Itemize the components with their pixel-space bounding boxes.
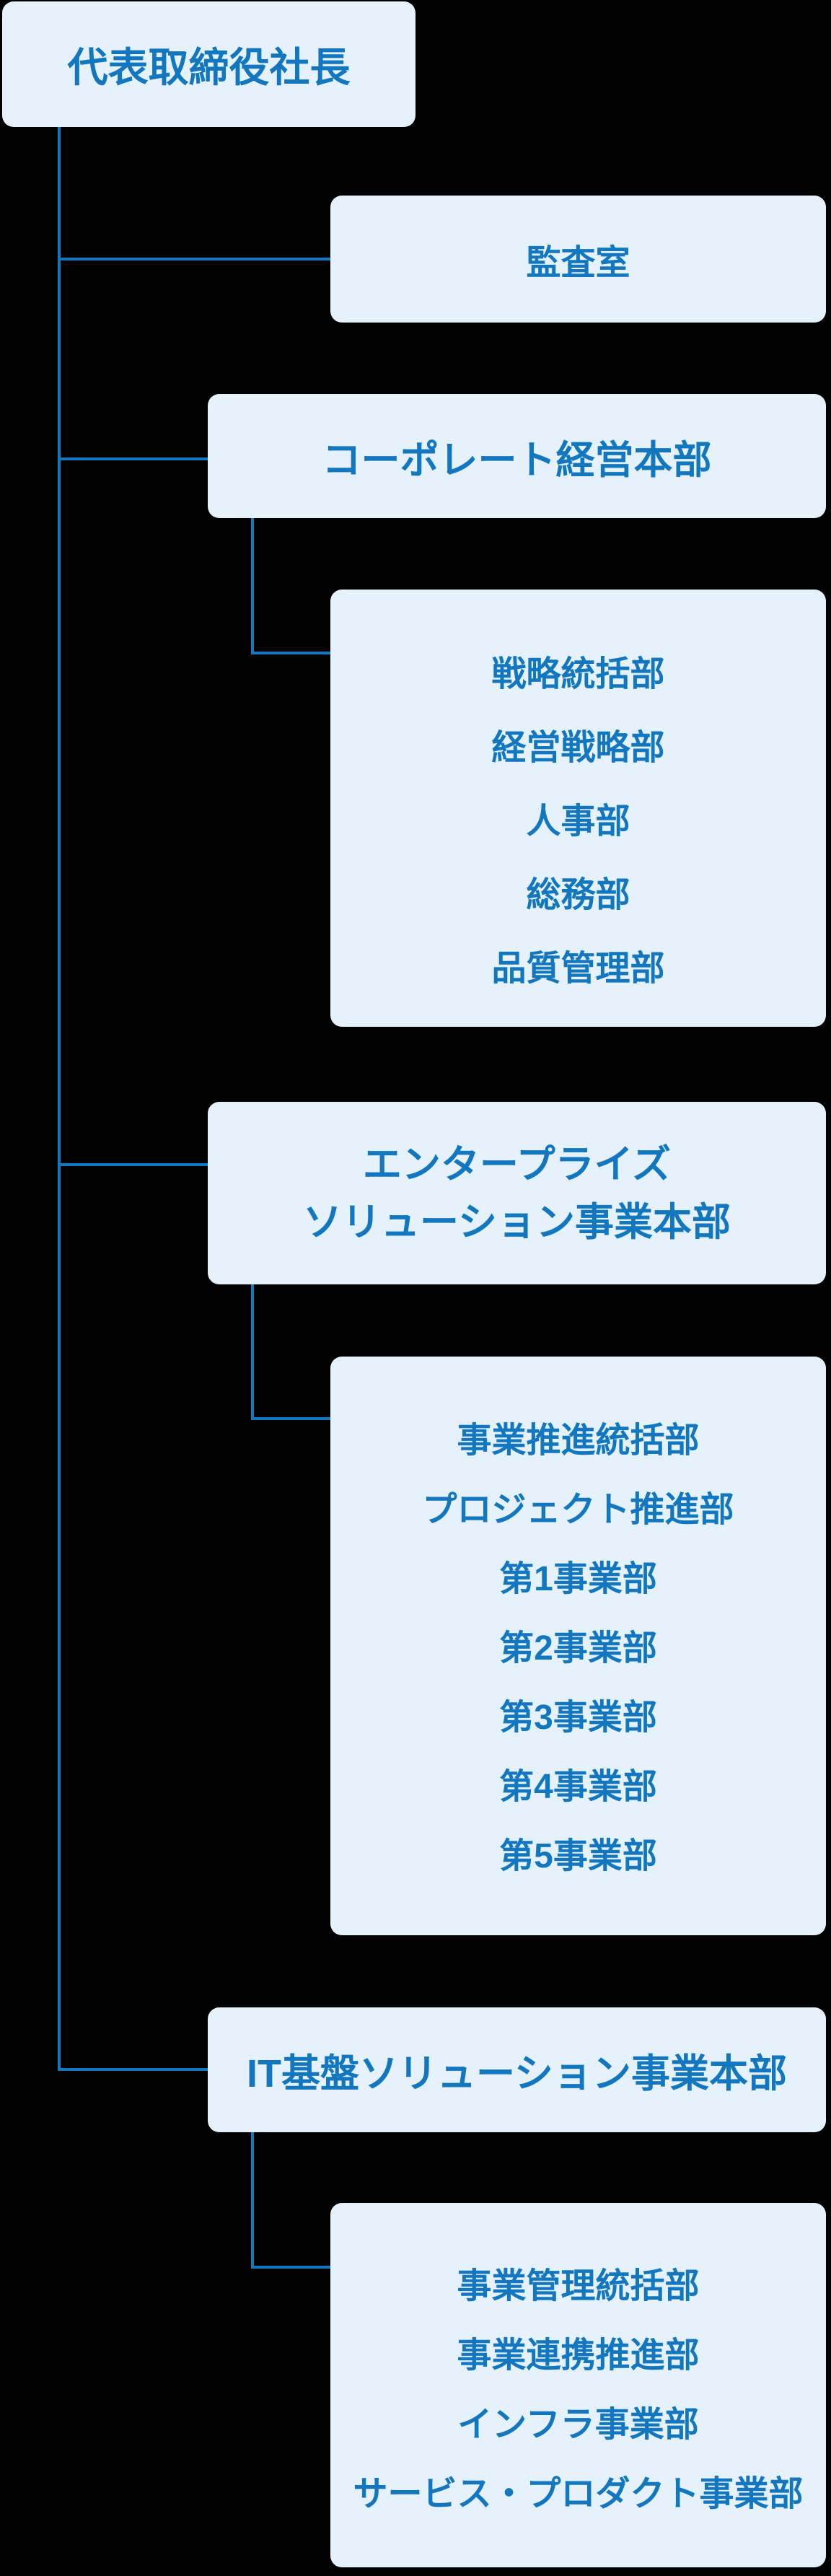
box-president: 代表取締役社長 (2, 1, 416, 127)
dept-item: 総務部 (526, 876, 630, 914)
dept-item: 第3事業部 (499, 1699, 657, 1737)
connector-enterprise-to-depts (251, 1417, 330, 1420)
enterprise-division-label-line1: エンタープライズ (362, 1142, 672, 1186)
connector-corporate-drop (251, 518, 254, 654)
connector-branch-itbase (61, 2068, 208, 2071)
dept-item: サービス・プロダクト事業部 (353, 2475, 804, 2513)
dept-item: プロジェクト推進部 (422, 1491, 734, 1529)
dept-item: 第2事業部 (499, 1629, 657, 1668)
dept-list-itbase: 事業管理統括部 事業連携推進部 インフラ事業部 サービス・プロダクト事業部 (330, 2203, 826, 2567)
dept-list-enterprise: 事業推進統括部 プロジェクト推進部 第1事業部 第2事業部 第3事業部 第4事業… (330, 1357, 826, 1935)
connector-main-vertical (58, 123, 61, 2071)
connector-corporate-to-depts (251, 652, 330, 654)
dept-list-corporate: 戦略統括部 経営戦略部 人事部 総務部 品質管理部 (330, 590, 826, 1027)
itbase-division-label: IT基盤ソリューション事業本部 (247, 2052, 787, 2095)
connector-enterprise-drop (251, 1284, 254, 1420)
dept-item: 品質管理部 (491, 950, 665, 988)
dept-item: 人事部 (526, 802, 630, 841)
audit-office-label: 監査室 (526, 244, 630, 282)
box-corporate-division: コーポレート経営本部 (208, 394, 826, 518)
dept-item: 事業管理統括部 (457, 2267, 700, 2305)
dept-item: 第5事業部 (499, 1837, 657, 1875)
connector-itbase-drop (251, 2132, 254, 2269)
dept-item: インフラ事業部 (457, 2406, 699, 2444)
connector-branch-enterprise (61, 1163, 208, 1166)
connector-itbase-to-depts (251, 2266, 330, 2269)
president-label: 代表取締役社長 (67, 44, 351, 90)
enterprise-division-label-line2: ソリューション事業本部 (303, 1200, 731, 1244)
dept-item: 事業推進統括部 (457, 1421, 700, 1460)
corporate-division-label: コーポレート経営本部 (322, 438, 712, 482)
dept-item: 第1事業部 (499, 1560, 657, 1598)
connector-branch-audit (61, 258, 330, 260)
box-itbase-division: IT基盤ソリューション事業本部 (208, 2007, 826, 2132)
box-audit-office: 監査室 (330, 196, 826, 323)
box-enterprise-division: エンタープライズ ソリューション事業本部 (208, 1102, 826, 1284)
dept-item: 戦略統括部 (491, 655, 665, 693)
connector-branch-corporate (61, 457, 208, 460)
dept-item: 第4事業部 (499, 1768, 657, 1806)
dept-item: 経営戦略部 (491, 729, 665, 767)
dept-item: 事業連携推進部 (457, 2336, 700, 2375)
